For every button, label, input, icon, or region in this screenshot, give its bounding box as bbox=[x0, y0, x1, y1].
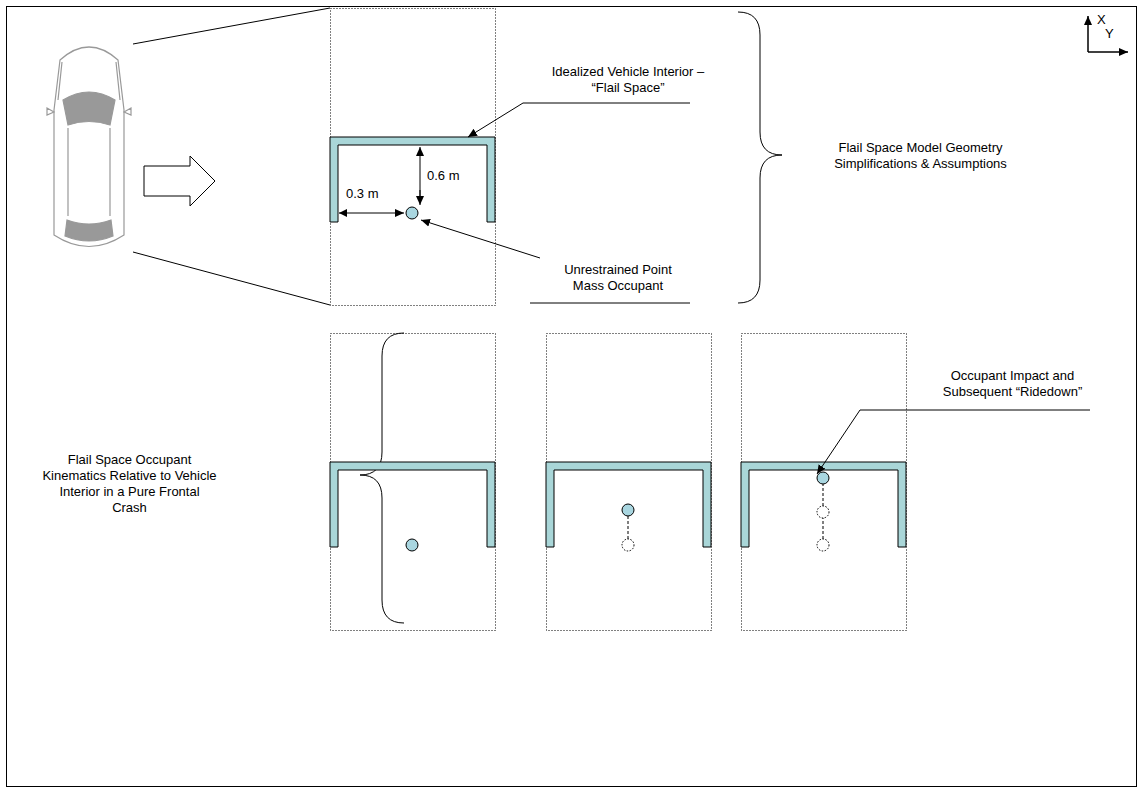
path-line bbox=[823, 484, 824, 506]
occupant-point bbox=[622, 504, 634, 516]
dimension-label: 0.6 m bbox=[427, 168, 477, 184]
callout-label: Unrestrained Point Mass Occupant bbox=[553, 262, 683, 294]
dimension-arrow bbox=[420, 147, 421, 196]
leader-line bbox=[468, 103, 523, 137]
car-illustration bbox=[47, 47, 131, 247]
leader-line bbox=[530, 303, 690, 304]
axis-arrow bbox=[1087, 16, 1089, 52]
flail-space-outline bbox=[741, 462, 906, 547]
brace bbox=[360, 333, 404, 623]
zoom-line bbox=[133, 252, 330, 305]
occupant-ghost bbox=[622, 539, 634, 551]
kinematics-panels bbox=[330, 334, 907, 631]
leader-line bbox=[421, 220, 540, 258]
axis-arrow bbox=[1088, 51, 1128, 53]
flail-space-outline bbox=[330, 137, 495, 222]
occupant-ghost bbox=[817, 506, 829, 518]
brace bbox=[738, 12, 782, 303]
path-line bbox=[628, 516, 629, 539]
occupant-ghost bbox=[817, 539, 829, 551]
flail-space-outline bbox=[546, 462, 711, 547]
panel-frame bbox=[331, 334, 496, 631]
occupant-point bbox=[406, 207, 418, 219]
dimension-arrow bbox=[339, 213, 404, 214]
group-label: Flail Space Occupant Kinematics Relative… bbox=[42, 452, 217, 516]
panel-frame bbox=[331, 9, 496, 306]
panel-frame bbox=[742, 334, 907, 631]
zoom-line bbox=[133, 8, 330, 44]
leader-line bbox=[523, 103, 690, 104]
panel-frame bbox=[547, 334, 712, 631]
callout-label: Idealized Vehicle Interior – “Flail Spac… bbox=[548, 64, 708, 96]
axis-label: Y bbox=[1105, 26, 1125, 42]
occupant-point bbox=[817, 472, 829, 484]
dimension-label: 0.3 m bbox=[346, 186, 396, 202]
axis-label: X bbox=[1097, 12, 1117, 28]
group-label: Flail Space Model Geometry Simplificatio… bbox=[828, 140, 1013, 172]
outer-frame bbox=[7, 7, 1137, 787]
occupant-point bbox=[406, 539, 418, 551]
direction-arrow bbox=[144, 156, 215, 206]
leader-line bbox=[860, 410, 1090, 411]
leader-line bbox=[817, 410, 860, 474]
dimension-arrow bbox=[420, 190, 421, 205]
flail-space-outline bbox=[330, 462, 495, 547]
callout-label: Occupant Impact and Subsequent “Ridedown… bbox=[930, 368, 1095, 400]
path-line bbox=[823, 518, 824, 539]
